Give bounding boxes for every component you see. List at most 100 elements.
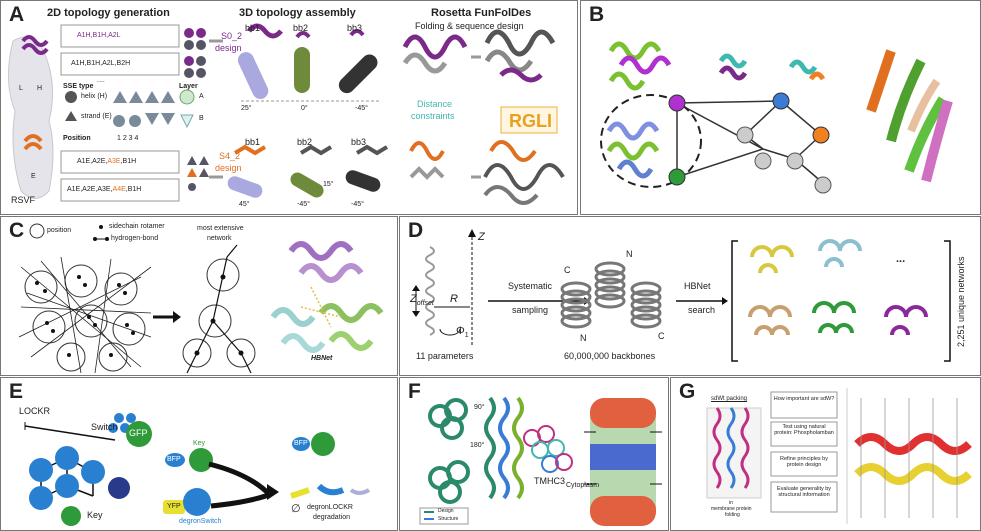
angle-m45-mid: -45° [297,201,310,208]
position-label: Position [63,135,91,142]
switch-label: Switch [91,422,118,432]
hbond-legend: hydrogen-bond [111,235,159,242]
lockr-label: LOCKR [19,406,51,416]
n-bot-label: N [580,333,587,343]
hbnet-search-label: HBNet [684,281,711,291]
question-4: Evaluate generality by structural inform… [776,486,832,498]
legend-structure: Structure [438,516,459,522]
seq4-c: ,B1H [125,186,142,193]
lh-e-label: E [31,173,36,180]
panel-f-label: F [408,380,421,403]
seq4-a: A1E,A2E,A3E, [67,186,113,193]
gfp-label: GFP [129,428,148,438]
phi-label: Φ1 [456,325,469,339]
c-bot-label: C [658,331,665,341]
panel-a-label: A [9,3,25,26]
ellipsis-label: ... [896,253,906,265]
params-label: 11 parameters [416,351,474,361]
rotamer-legend: sidechain rotamer [109,223,165,230]
sampling-label: sampling [512,305,549,315]
sse-type-label: SSE type [63,83,94,90]
seq3-b: A3E [107,158,121,165]
s0-2-label: S0_2 [221,31,243,41]
panel-d-graphics [412,229,951,362]
distance-label: Distance [417,99,453,109]
phi-main: Φ [456,325,465,337]
zoffset-sub: offset [416,300,434,308]
panel-g: G sdWt packing How important are sdW? Te… [670,377,981,531]
degradation-label: degradation [313,514,350,521]
panel-c-graphics [18,223,384,374]
most-extensive-label: most extensive [197,225,244,232]
position-legend: position [47,227,72,234]
c-top-label: C [564,265,571,275]
systematic-label: Systematic [508,281,553,291]
empty-set-symbol: ∅ [291,503,301,515]
helix-label: helix (H) [81,93,108,100]
panel-b-label: B [589,3,605,26]
lh-l-label: L [19,85,23,92]
membrane-2: membrane protein [711,506,752,512]
seq4-label: A1E,A2E,A3E,A4E,B1H [67,186,141,193]
angle-0: 0° [301,105,308,112]
panel-a-graphics: RGLI [7,23,565,205]
panel-a: A 2D topology generation 3D topology ass… [0,0,578,215]
panel-b: B [580,0,981,215]
panel-f-graphics [419,396,662,526]
bfp2-label: BFP [294,440,308,447]
panel-e-label: E [9,380,24,403]
degron-switch-label: degronSwitch [179,518,222,525]
hbnet-label: HBNet [311,355,333,362]
panel-e: E LOCKR Switch Key GFP Key BFP YFP degro… [0,377,398,531]
n-top-label: N [626,249,633,259]
panel-e-graphics [24,413,371,526]
phi-sub: 1 [464,332,469,340]
lh-h-label: H [37,85,43,92]
bb2-top-label: bb2 [293,23,309,33]
angle-25: 25° [241,105,252,112]
title-3d-topology: 3D topology assembly [239,7,356,19]
position-numbers: 1 2 3 4 [117,135,139,142]
panel-d: D Z Zof [399,216,981,376]
seq3-a: A1E,A2E, [77,158,108,165]
bb2-bot-label: bb2 [297,137,313,147]
bb1-bot-label: bb1 [245,137,261,147]
angle-45: 45° [239,201,250,208]
seq4-b: A4E [112,186,126,193]
cytoplasm-label: Cytoplasm [566,482,600,489]
membrane-1: in [729,500,733,506]
key-label: Key [87,510,103,520]
degronlockr-label: degronLOCKR [307,504,353,511]
key2-label: Key [193,440,206,447]
subtitle-rosetta: Folding & sequence design [415,21,524,31]
z-axis-label: Z [478,231,485,243]
zoffset-label: Zoffset [410,293,434,307]
panel-g-label: G [679,380,696,403]
bb3-bot-label: bb3 [351,137,367,147]
packing-label: sdWt packing [711,396,748,402]
angle-m45-bot: -45° [351,201,364,208]
panel-g-graphics [706,388,972,524]
angle-90-label: 90° [474,404,485,411]
yfp-label: YFP [167,503,181,510]
rsvf-label: RSVF [11,195,36,205]
panel-b-graphics [600,41,953,194]
bb1-top-label: bb1 [245,23,261,33]
legend-design: Design [438,508,454,514]
search-label: search [688,305,716,315]
layer-b-label: B [199,115,204,122]
seq2-label: A1H,B1H,A2L,B2H [71,60,131,67]
s4-design-label: design [215,163,242,173]
title-rosetta: Rosetta FunFolDes [431,7,532,19]
constraints-label: constraints [411,111,455,121]
backbones-label: 60,000,000 backbones [564,351,656,361]
s0-design-label: design [215,43,242,53]
bfp-label: BFP [167,456,181,463]
panel-d-label: D [408,219,424,242]
unique-networks-label: 2,251 unique networks [956,256,966,347]
network-label: network [207,235,232,242]
angle-m45-top: -45° [355,105,368,112]
dots-label: .... [97,77,105,84]
zoffset-main: Z [410,293,417,305]
layer-label: Layer [179,83,198,90]
